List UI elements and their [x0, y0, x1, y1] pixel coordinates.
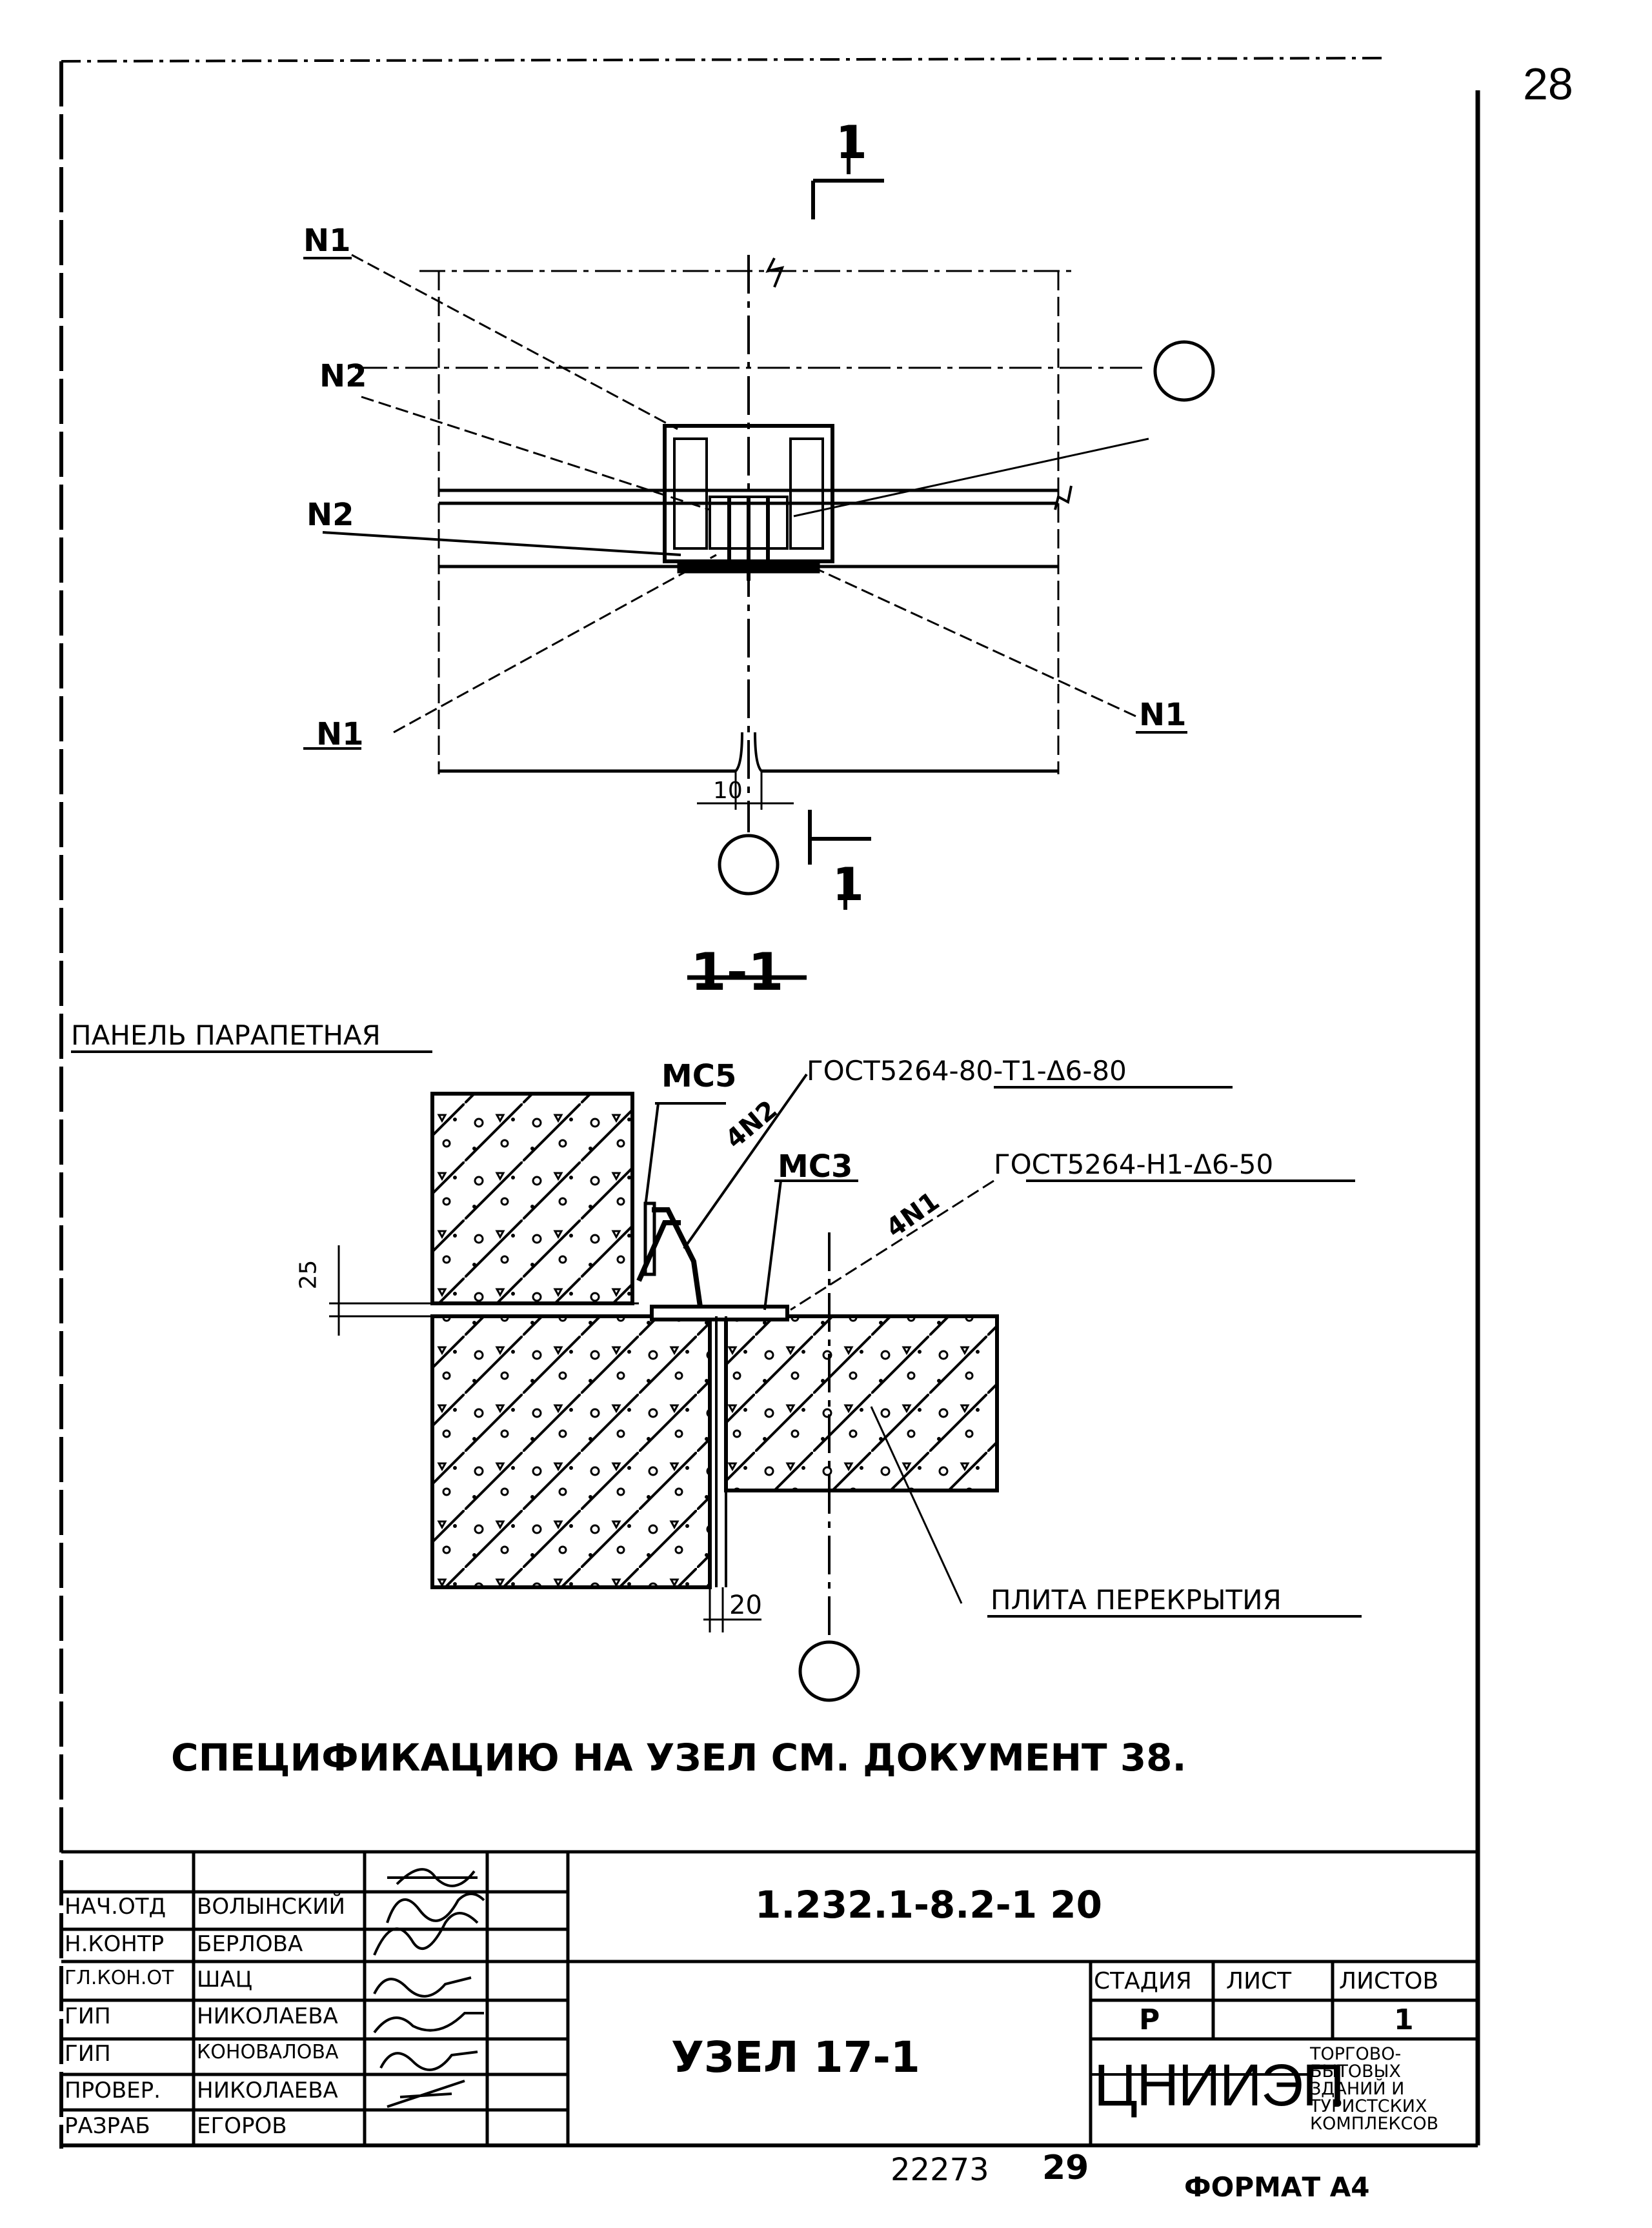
section-marker-bottom: 1	[832, 858, 864, 911]
page-number: 28	[1523, 59, 1573, 109]
org-logo: ЦНИИЭП	[1094, 2052, 1345, 2118]
stamp-role: Н.КОНТР	[65, 1931, 165, 1957]
connector-bar-n2	[636, 1207, 703, 1307]
parapet-panel-body	[430, 1092, 634, 1305]
floor-slab-body	[724, 1314, 999, 1492]
sheet-header: ЛИСТ	[1226, 1968, 1292, 1994]
embedded-plate-mc3	[650, 1305, 789, 1321]
stamp-role: ГИП	[65, 2041, 111, 2067]
plan-view	[303, 126, 1215, 980]
label-n1-bottom-left: N1	[316, 716, 364, 752]
stage-value: Р	[1139, 2003, 1160, 2036]
label-parapet-panel: ПАНЕЛЬ ПАРАПЕТНАЯ	[71, 1019, 381, 1051]
sheets-value: 1	[1394, 2003, 1414, 2036]
stamp-name: БЕРЛОВА	[197, 1931, 303, 1957]
section-title: 1-1	[690, 942, 784, 1002]
format-label: ФОРМАТ А4	[1184, 2171, 1370, 2203]
stamp-name: КОНОВАЛОВА	[197, 2041, 339, 2063]
dim-20: 20	[729, 1591, 762, 1620]
dim-25: 25	[295, 1260, 322, 1290]
section-view	[71, 1050, 1362, 1702]
label-gost-2: ГОСТ5264-Н1-Δ6-50	[994, 1149, 1274, 1180]
signatures	[373, 1868, 485, 2108]
stamp-role: ГЛ.КОН.ОТ	[65, 1967, 174, 1989]
stamp-name: ЕГОРОВ	[197, 2113, 287, 2139]
label-mc3: МС3	[778, 1149, 853, 1185]
spec-note: СПЕЦИФИКАЦИЮ НА УЗЕЛ СМ. ДОКУМЕНТ 38.	[171, 1736, 1187, 1780]
wall-body	[430, 1314, 712, 1589]
section-marker-top: 1	[836, 116, 867, 169]
page-ref: 29	[1042, 2149, 1089, 2187]
inventory-number: 22273	[891, 2152, 989, 2188]
label-n2-top: N2	[319, 358, 367, 394]
drawing-name: УЗЕЛ 17-1	[671, 2032, 920, 2082]
stamp-role: ГИП	[65, 2003, 111, 2029]
stamp-role: ПРОВЕР.	[65, 2078, 161, 2103]
label-gost-1: ГОСТ5264-80-Т1-Δ6-80	[807, 1055, 1127, 1087]
label-mc5: МС5	[661, 1058, 737, 1094]
stamp-role: РАЗРАБ	[65, 2113, 150, 2139]
sheet-frame	[59, 57, 1480, 2149]
label-floor-slab: ПЛИТА ПЕРЕКРЫТИЯ	[991, 1584, 1282, 1616]
label-n2-left: N2	[307, 497, 354, 533]
doc-code: 1.232.1-8.2-1 20	[755, 1883, 1103, 1927]
title-block-grid	[61, 1850, 1478, 2145]
stamp-name: ШАЦ	[197, 1967, 253, 1992]
stamp-name: НИКОЛАЕВА	[197, 2003, 338, 2029]
org-text: ТОРГОВО-БЫТОВЫХ ЗДАНИЙ И ТУРИСТСКИХ КОМП…	[1310, 2044, 1439, 2134]
stamp-name: НИКОЛАЕВА	[197, 2078, 338, 2103]
label-n1-top: N1	[303, 223, 351, 259]
dim-gap-10: 10	[713, 778, 743, 804]
label-n1-right: N1	[1139, 697, 1187, 733]
sheets-header: ЛИСТОВ	[1339, 1968, 1439, 1994]
stage-header: СТАДИЯ	[1094, 1968, 1192, 1994]
stamp-name: ВОЛЫНСКИЙ	[197, 1894, 345, 1920]
stamp-role: НАЧ.ОТД	[65, 1894, 166, 1920]
